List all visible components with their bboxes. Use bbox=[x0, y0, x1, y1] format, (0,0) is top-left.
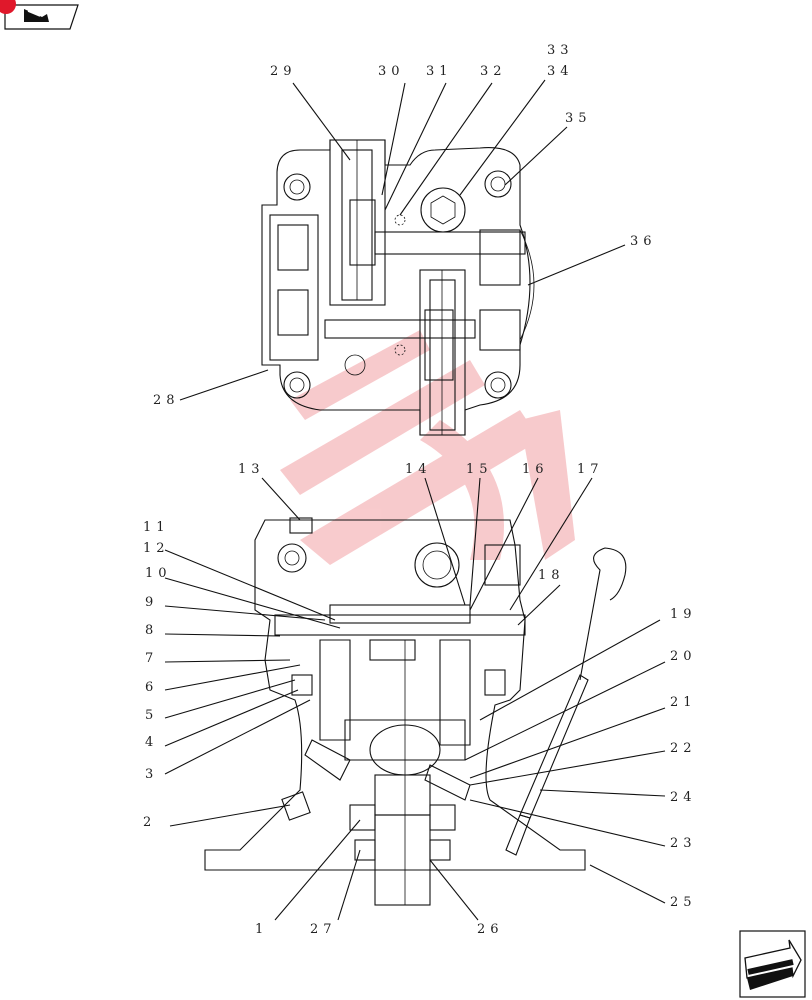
label-36: 36 bbox=[630, 234, 657, 249]
label-14: 14 bbox=[405, 462, 432, 477]
label-34: 34 bbox=[547, 64, 574, 79]
leader-lines bbox=[164, 79, 666, 921]
back-arrow-icon bbox=[24, 9, 49, 22]
label-16: 16 bbox=[522, 462, 549, 477]
label-19: 19 bbox=[670, 607, 697, 622]
label-28: 28 bbox=[153, 393, 180, 408]
label-24: 24 bbox=[670, 790, 697, 805]
label-10: 10 bbox=[145, 566, 172, 581]
label-2: 2 bbox=[143, 815, 156, 830]
label-33: 33 bbox=[547, 43, 574, 58]
label-27: 27 bbox=[310, 922, 337, 937]
label-7: 7 bbox=[145, 651, 158, 666]
label-15: 15 bbox=[466, 462, 493, 477]
label-22: 22 bbox=[670, 741, 697, 756]
label-11: 11 bbox=[143, 520, 170, 535]
label-4: 4 bbox=[145, 735, 158, 750]
label-17: 17 bbox=[577, 462, 604, 477]
label-6: 6 bbox=[145, 680, 158, 695]
label-18: 18 bbox=[538, 568, 565, 583]
top-valve-view bbox=[261, 139, 535, 436]
label-20: 20 bbox=[670, 649, 697, 664]
label-25: 25 bbox=[670, 895, 697, 910]
bottom-motor-view bbox=[204, 517, 627, 906]
label-32: 32 bbox=[480, 64, 507, 79]
label-26: 26 bbox=[477, 922, 504, 937]
label-12: 12 bbox=[143, 541, 170, 556]
label-35: 35 bbox=[565, 111, 592, 126]
part-labels: 29 30 31 32 33 34 35 36 28 13 14 15 16 1… bbox=[143, 43, 697, 937]
label-3: 3 bbox=[145, 767, 158, 782]
label-5: 5 bbox=[145, 708, 158, 723]
label-30: 30 bbox=[378, 64, 405, 79]
notification-badge bbox=[0, 0, 16, 14]
label-29: 29 bbox=[270, 64, 297, 79]
label-31: 31 bbox=[426, 64, 453, 79]
next-page-arrow-icon bbox=[744, 939, 802, 990]
back-button[interactable] bbox=[4, 4, 79, 30]
label-9: 9 bbox=[145, 595, 158, 610]
label-21: 21 bbox=[670, 695, 697, 710]
label-1: 1 bbox=[255, 922, 268, 937]
label-8: 8 bbox=[145, 623, 158, 638]
label-23: 23 bbox=[670, 836, 697, 851]
next-page-button[interactable] bbox=[739, 930, 806, 998]
label-13: 13 bbox=[238, 462, 265, 477]
watermark-logo bbox=[280, 330, 575, 565]
